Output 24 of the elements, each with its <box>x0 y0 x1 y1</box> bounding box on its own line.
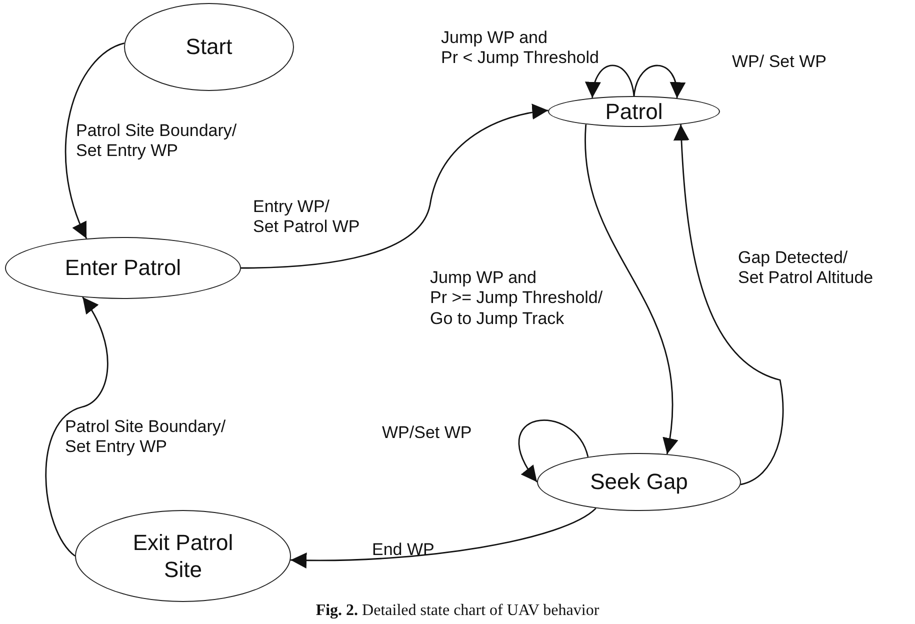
edge-label: Patrol Site Boundary/ Set Entry WP <box>76 121 237 162</box>
state-name: Exit Patrol Site <box>132 528 234 584</box>
edge-label: Gap Detected/ Set Patrol Altitude <box>738 248 874 289</box>
edge-label: Entry WP/ Set Patrol WP <box>253 197 360 238</box>
transition-arrow <box>633 64 684 98</box>
transition-arrow <box>585 124 678 454</box>
transition-arrow <box>674 124 784 486</box>
state-name: Start <box>186 33 232 61</box>
edge-label: Patrol Site Boundary/ Set Entry WP <box>65 417 226 458</box>
edge-label: End WP <box>372 540 434 560</box>
edge-label: WP/ Set WP <box>732 52 826 72</box>
state-name: Seek Gap <box>590 468 688 496</box>
edge-label: Jump WP and Pr < Jump Threshold <box>441 28 599 69</box>
figure-caption: Fig. 2. Detailed state chart of UAV behavior <box>314 602 600 620</box>
edge-label: Jump WP and Pr >= Jump Threshold/ Go to Jump Track <box>430 268 603 330</box>
transition-arrow <box>241 104 548 269</box>
transition-arrow <box>518 420 589 482</box>
transition-arrow <box>64 42 125 239</box>
transition-arrow <box>45 296 108 556</box>
edge-label: WP/Set WP <box>382 423 472 444</box>
state-name: Enter Patrol <box>64 254 182 282</box>
state-name: Patrol <box>605 98 663 126</box>
transition-arrow <box>586 64 635 98</box>
transition-arrow <box>290 508 596 568</box>
